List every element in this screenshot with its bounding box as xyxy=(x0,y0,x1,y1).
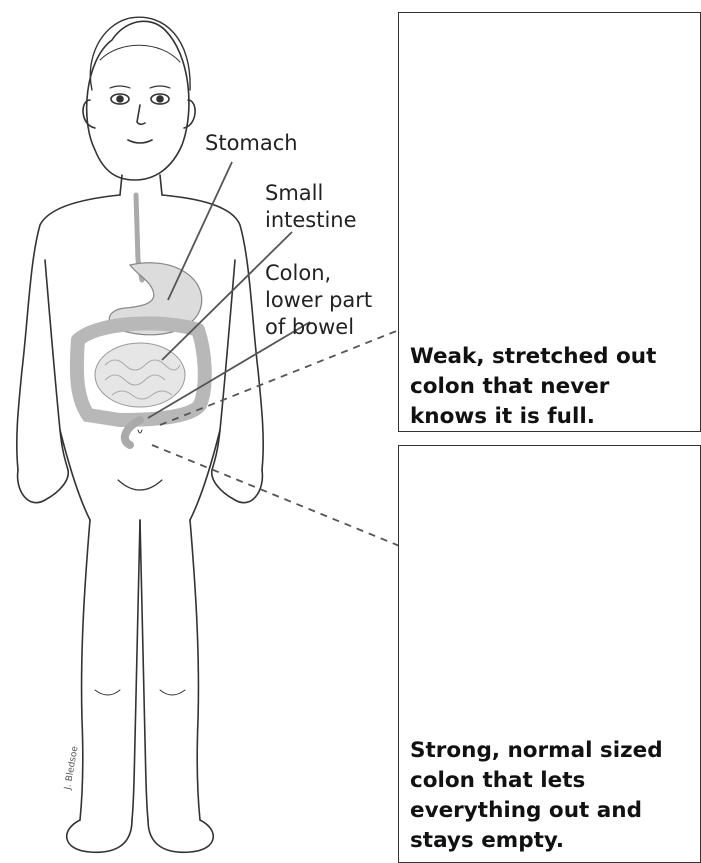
label-small-intestine-line: intestine xyxy=(265,207,385,234)
strong-caption-line: stays empty. xyxy=(410,826,700,856)
label-colon: Colon, lower part of bowel xyxy=(265,260,405,341)
label-small-intestine-line: Small xyxy=(265,180,385,207)
artist-signature: J. Bledsoe xyxy=(63,745,81,792)
label-stomach: Stomach xyxy=(205,130,298,157)
label-stomach-text: Stomach xyxy=(205,130,298,157)
label-small-intestine: Small intestine xyxy=(265,180,385,234)
weak-caption-line: Weak, stretched out xyxy=(410,342,695,372)
label-colon-line: Colon, xyxy=(265,260,405,287)
digestive-organs xyxy=(77,195,205,445)
strong-caption-line: everything out and xyxy=(410,796,700,826)
label-colon-line: of bowel xyxy=(265,314,405,341)
label-colon-line: lower part xyxy=(265,287,405,314)
strong-caption-line: Strong, normal sized xyxy=(410,736,700,766)
strong-caption-line: colon that lets xyxy=(410,766,700,796)
strong-colon-caption: Strong, normal sized colon that lets eve… xyxy=(410,736,700,856)
weak-caption-line: knows it is full. xyxy=(410,402,695,432)
weak-caption-line: colon that never xyxy=(410,372,695,402)
weak-colon-caption: Weak, stretched out colon that never kno… xyxy=(410,342,695,432)
